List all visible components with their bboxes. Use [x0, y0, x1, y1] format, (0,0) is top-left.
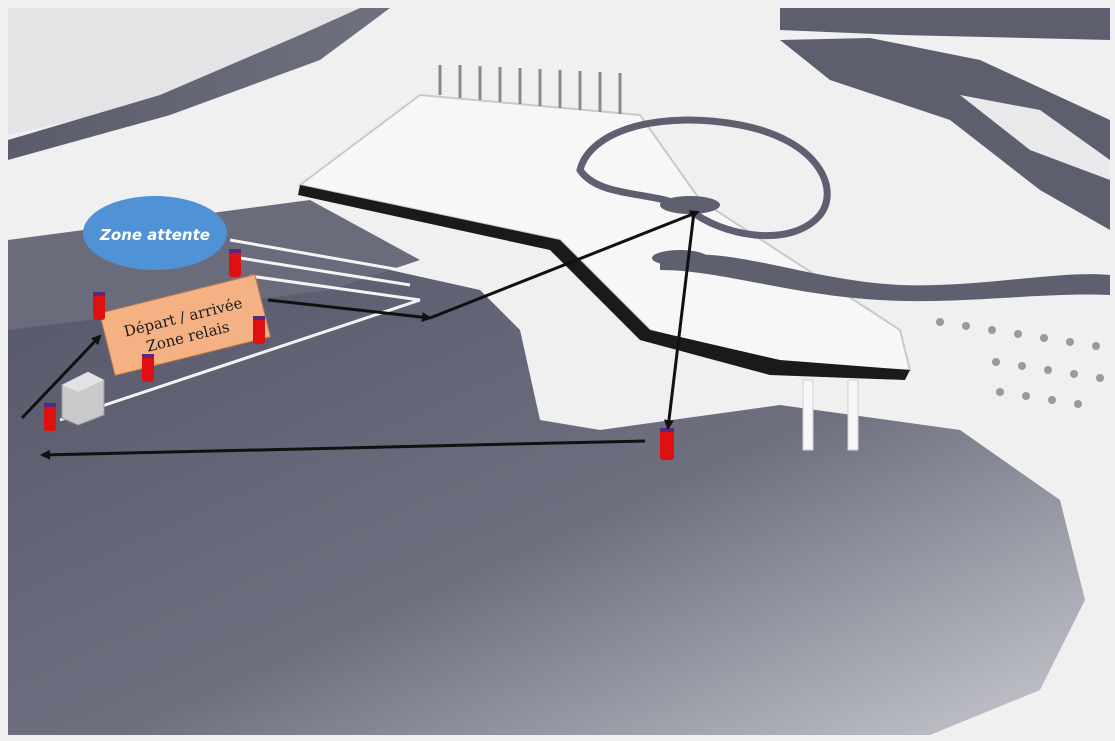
canal-pool-2 — [652, 250, 708, 266]
pier-left — [803, 380, 813, 450]
buoy-marker — [229, 249, 241, 277]
buoy-marker — [93, 292, 105, 320]
pier-right — [848, 380, 858, 450]
buoy-marker — [660, 428, 674, 460]
buoy-marker — [253, 316, 265, 344]
buoy-marker — [142, 354, 154, 382]
buoy-marker — [44, 403, 56, 431]
zone-attente-label: Zone attente — [99, 226, 210, 244]
canal-pool — [660, 196, 720, 214]
